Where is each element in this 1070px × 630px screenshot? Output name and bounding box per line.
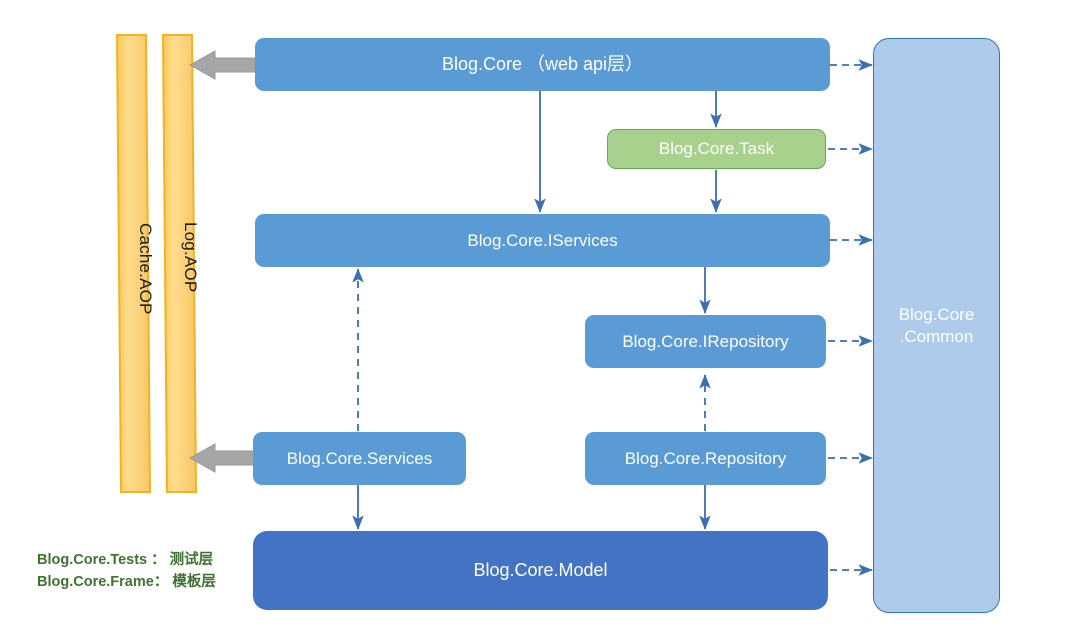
arrow-core-to-aop	[188, 50, 256, 80]
arrow-services-to-aop	[188, 443, 256, 473]
node-blog-core[interactable]: Blog.Core （web api层）	[255, 38, 830, 91]
cache-aop-label: Cache.AOP	[136, 223, 155, 315]
legend-tests: Blog.Core.Tests ： 测试层	[37, 552, 214, 568]
log-aop-bar	[161, 34, 198, 493]
node-blog-core-iservices[interactable]: Blog.Core.IServices	[255, 214, 830, 267]
node-blog-core-services[interactable]: Blog.Core.Services	[253, 432, 466, 485]
node-blog-core-common[interactable]: Blog.Core .Common	[873, 38, 1000, 613]
node-blog-core-repository[interactable]: Blog.Core.Repository	[585, 432, 826, 485]
cache-aop-bar	[115, 34, 152, 493]
node-blog-core-model[interactable]: Blog.Core.Model	[253, 531, 828, 610]
node-blog-core-task[interactable]: Blog.Core.Task	[607, 129, 826, 169]
node-blog-core-irepository[interactable]: Blog.Core.IRepository	[585, 315, 826, 368]
legend-frame: Blog.Core.Frame： 模板层	[37, 574, 216, 590]
log-aop-label: Log.AOP	[181, 222, 200, 293]
